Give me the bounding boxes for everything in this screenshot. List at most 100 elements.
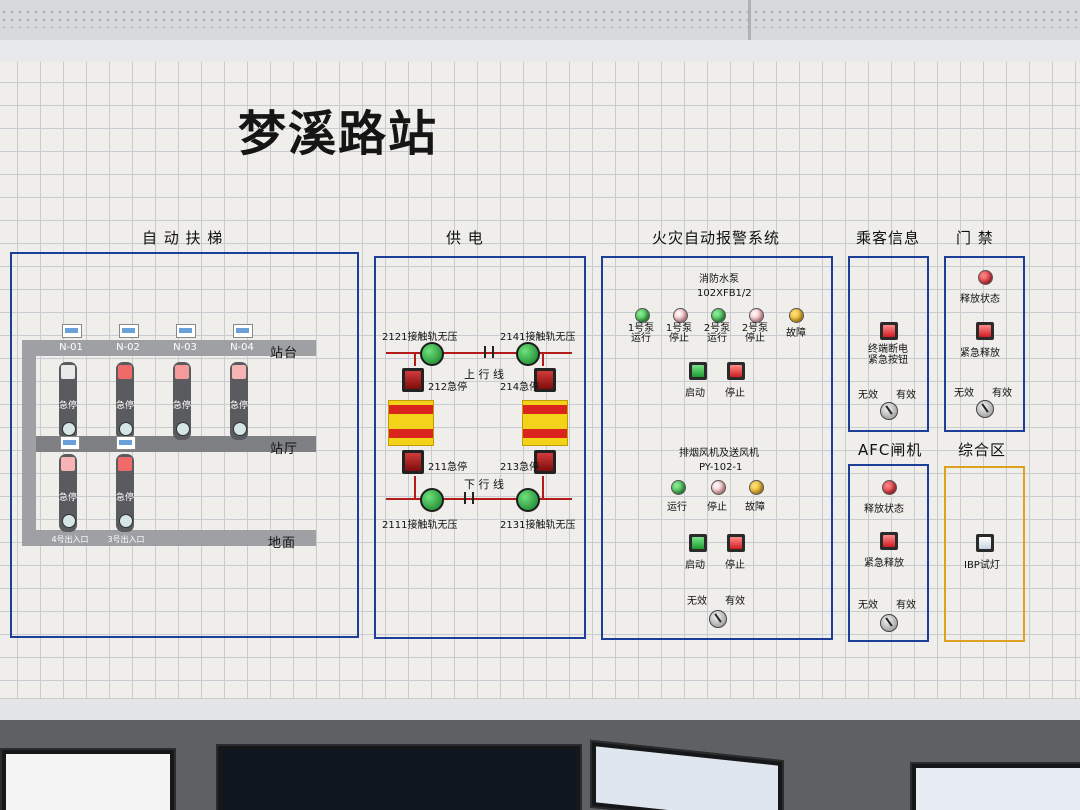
terminal-power-off-button[interactable] [880,322,898,340]
door-emergency-release-label: 紧急释放 [960,348,1000,359]
contact-rail-lamp-2121 [420,342,444,366]
estop-button[interactable] [118,365,132,379]
passenger-panel: 终端断电 紧急按钮 无效 有效 [848,256,929,432]
exit-label: 3号出入口 [107,535,145,544]
level-concourse: 站厅 [270,442,299,457]
escalator-control-exit3[interactable]: 急停 [116,454,134,532]
unit-tag-icon [233,324,253,338]
key-switch-icon[interactable] [880,614,898,632]
section-title-escalator: 自 动 扶 梯 [142,229,224,247]
pump-stop-button[interactable] [727,362,745,380]
door-panel: 释放状态 紧急释放 无效 有效 [944,256,1025,432]
label-211: 211急停 [428,462,468,473]
lamp-test-label: IBP试灯 [964,560,1000,571]
escalator-panel: 站台 站厅 地面 N-01 N-02 N-03 N-04 急停 急停 急停 急停 [10,252,359,638]
station-title: 梦溪路站 [238,106,439,162]
estop-button[interactable] [118,457,132,471]
pump2-run-lamp [711,308,726,323]
section-title-fire: 火灾自动报警系统 [652,229,781,247]
estop-button-214[interactable] [534,368,556,392]
key-switch-icon[interactable] [709,610,727,628]
key-switch-icon[interactable] [880,402,898,420]
fan-code: PY-102-1 [699,462,743,473]
estop-button-213[interactable] [534,450,556,474]
feeder-line [542,476,544,498]
monitor-screen [916,768,1080,810]
pump-lamp-label: 1号泵 运行 [627,323,655,344]
estop-button[interactable] [61,457,75,471]
monitor-screen [6,754,170,810]
key-switch-icon[interactable] [976,400,994,418]
estop-button-211[interactable] [402,450,424,474]
estop-button-212[interactable] [402,368,424,392]
invalid-label: 无效 [858,600,878,611]
ibp-board: 梦溪路站 自 动 扶 梯 站台 站厅 地面 N-01 N-02 N-03 N-0… [0,62,1080,702]
estop-button[interactable] [175,365,189,379]
pump-fault-lamp [789,308,804,323]
ceiling-seam [748,0,751,40]
level-ground: 地面 [268,536,297,551]
fan-start-button[interactable] [689,534,707,552]
pump-start-button[interactable] [689,362,707,380]
exit-label: 4号出入口 [51,535,89,544]
estop-label: 急停 [59,401,78,411]
afc-release-lamp [882,480,897,495]
afc-emergency-release-button[interactable] [880,532,898,550]
escalator-control-exit4[interactable]: 急停 [59,454,77,532]
label-2121: 2121接触轨无压 [382,332,458,343]
upper-rail [386,352,572,354]
monitor-right [590,739,784,810]
section-title-general: 综合区 [958,441,1007,459]
escalator-control-n04[interactable]: 急停 [230,362,248,440]
escalator-control-n01[interactable]: 急停 [59,362,77,440]
console-desk [0,720,1080,810]
monitor-screen [596,746,778,810]
left-connector-band [22,340,36,546]
estop-button[interactable] [61,365,75,379]
lamp-test-button[interactable] [976,534,994,552]
estop-button[interactable] [232,365,246,379]
afc-emergency-release-label: 紧急释放 [864,558,904,569]
unit-tag-icon [116,436,136,450]
door-release-state-label: 释放状态 [960,294,1000,305]
level-platform: 站台 [270,346,299,361]
door-emergency-release-button[interactable] [976,322,994,340]
power-panel: 2121接触轨无压 2141接触轨无压 上 行 线 212急停 214急停 21… [374,256,586,639]
unit-tag-icon [176,324,196,338]
unit-label: N-01 [59,342,83,353]
pump-stop-label: 停止 [725,388,745,399]
fan-stop-label: 停止 [725,560,745,571]
pump-code: 102XFB1/2 [697,288,752,299]
vent-dots [0,8,1080,28]
section-title-afc: AFC闸机 [858,441,923,459]
valid-label: 有效 [896,390,916,401]
ground-band [22,530,316,546]
direction-indicator-icon [62,514,76,528]
estop-label: 急停 [116,493,135,503]
unit-label: N-02 [116,342,140,353]
feeder-line [414,476,416,498]
label-2131: 2131接触轨无压 [500,520,576,531]
label-214: 214急停 [500,382,540,393]
pump1-run-lamp [635,308,650,323]
fan-stop-button[interactable] [727,534,745,552]
board-frame-top [0,40,1080,63]
escalator-control-n02[interactable]: 急停 [116,362,134,440]
warning-sign-right [522,400,568,446]
direction-indicator-icon [119,514,133,528]
pump-lamp-label: 故障 [786,328,806,339]
unit-label: N-03 [173,342,197,353]
down-line-label: 下 行 线 [464,478,504,491]
fan-title: 排烟风机及送风机 [679,448,759,459]
unit-label: N-04 [230,342,254,353]
estop-label: 急停 [230,401,249,411]
platform-band [22,340,316,356]
board-frame-bottom [0,698,1080,721]
escalator-control-n03[interactable]: 急停 [173,362,191,440]
capacitor-symbol [484,346,494,358]
invalid-label: 无效 [954,388,974,399]
pump-lamp-label: 2号泵 运行 [703,323,731,344]
valid-label: 有效 [896,600,916,611]
direction-indicator-icon [233,422,247,436]
